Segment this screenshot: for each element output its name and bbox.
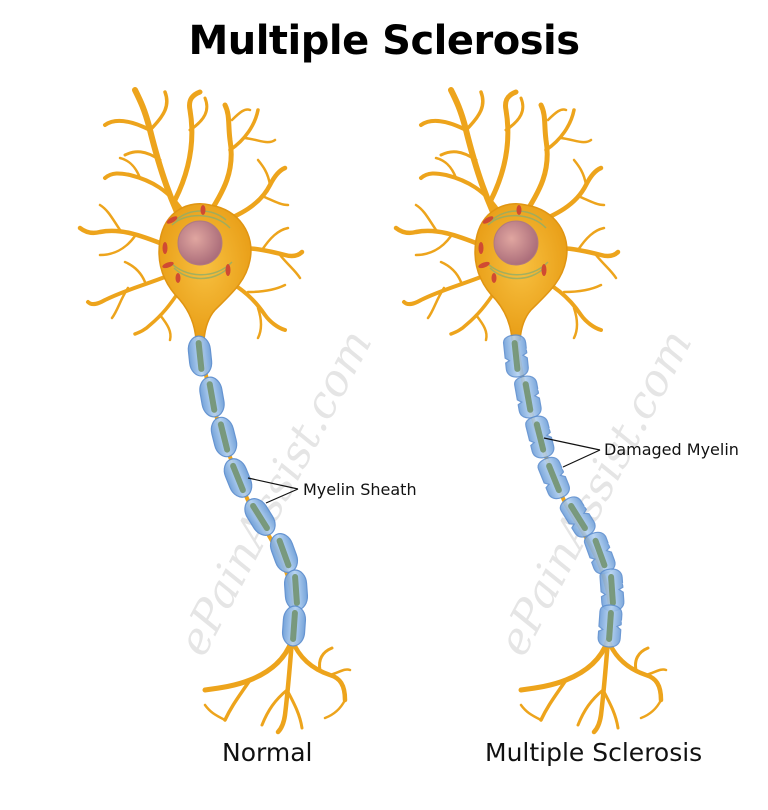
damaged-myelin-segments: [502, 332, 630, 649]
myelin-sheath-pointer: [247, 477, 299, 504]
page-title: Multiple Sclerosis: [188, 18, 580, 64]
caption-multiple-sclerosis: Multiple Sclerosis: [485, 738, 703, 767]
normal-neuron: [80, 90, 350, 732]
myelin-sheath-label: Myelin Sheath: [303, 480, 417, 499]
caption-normal: Normal: [222, 738, 313, 767]
myelin-sheath-segments: [186, 334, 309, 648]
damaged-myelin-label: Damaged Myelin: [604, 440, 739, 459]
ms-neuron: [396, 90, 666, 732]
damaged-myelin-pointer: [543, 437, 601, 468]
